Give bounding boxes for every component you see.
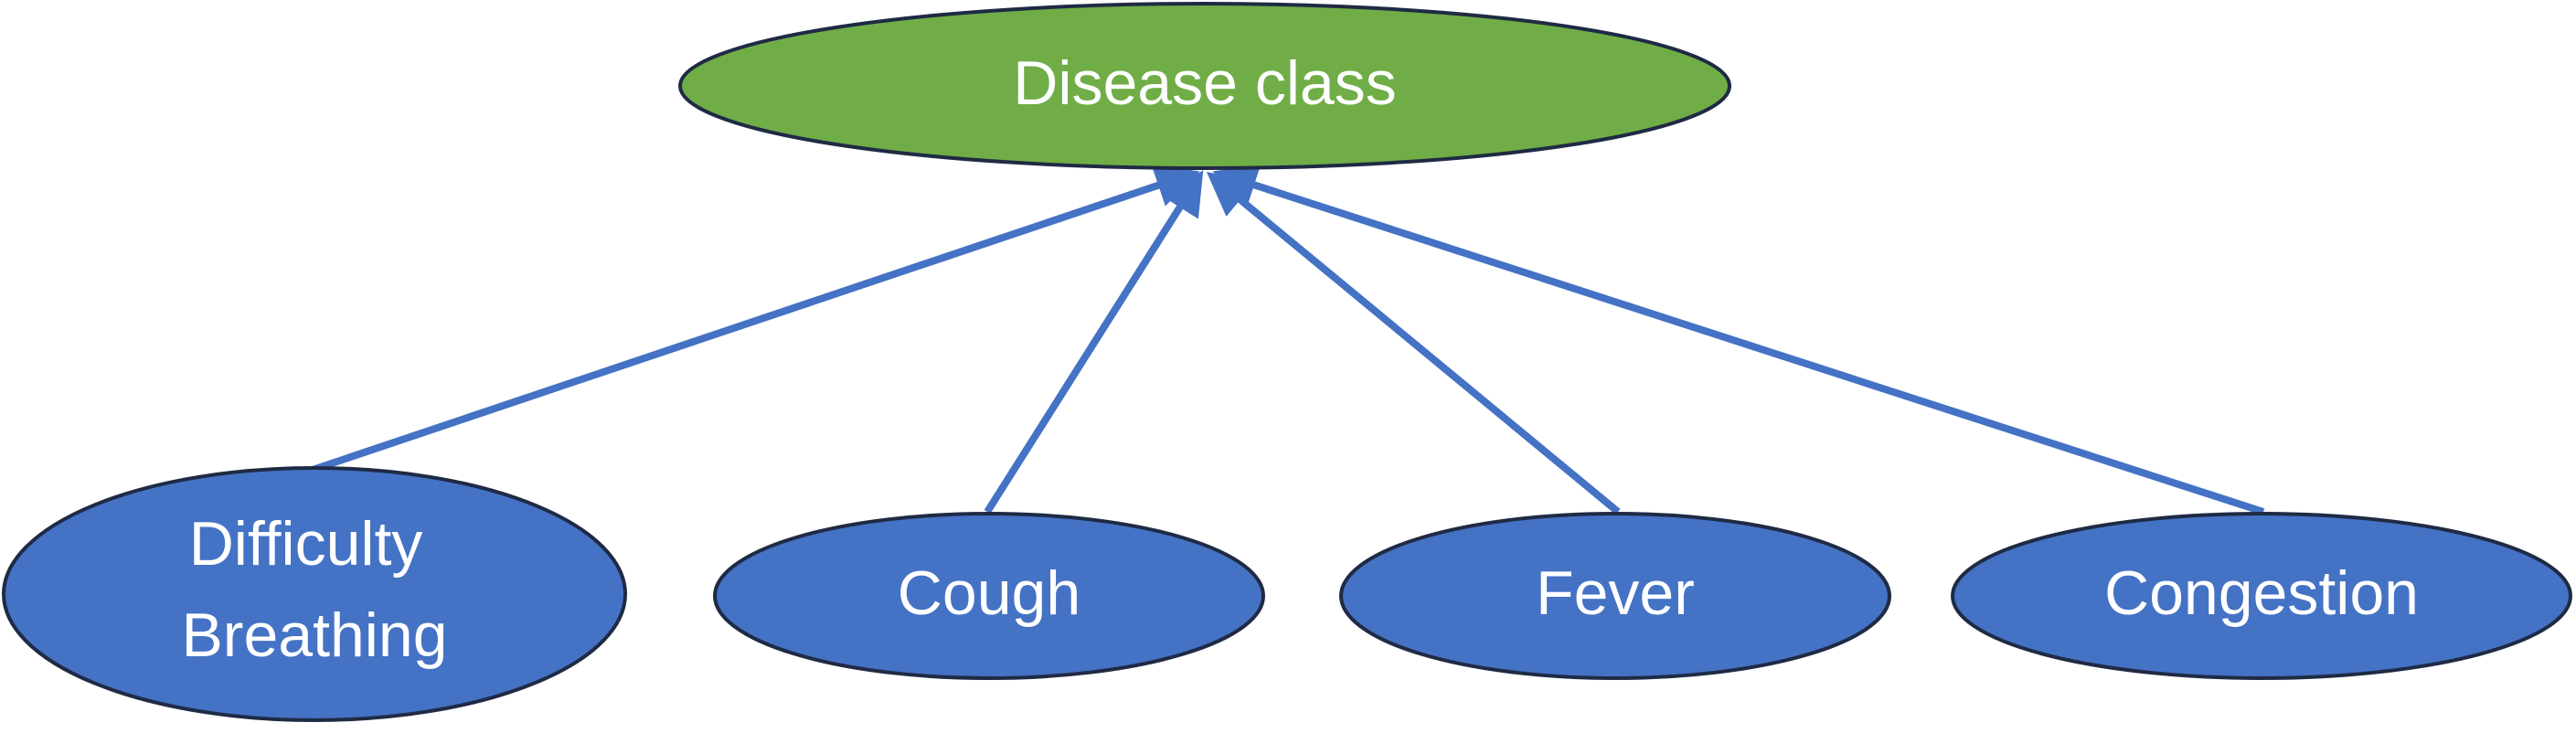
node-difficulty-breathing-label-line-2: Breathing <box>181 600 447 670</box>
node-difficulty-breathing-label-line-1: Difficulty <box>189 509 423 579</box>
node-difficulty-breathing-label: Difficulty Breathing <box>181 509 447 670</box>
edges-group <box>311 164 2265 515</box>
node-disease-class-shape <box>678 2 1731 170</box>
edge-difficulty-breathing-to-root <box>311 165 1200 473</box>
node-fever-shape <box>1339 512 1891 680</box>
node-difficulty-breathing: Difficulty Breathing <box>2 466 627 722</box>
node-congestion: Congestion <box>1951 512 2572 680</box>
edge-fever-to-root <box>1206 171 1621 515</box>
edge-congestion-to-root <box>1212 164 2265 515</box>
node-disease-class: Disease class <box>678 2 1731 170</box>
node-congestion-shape <box>1951 512 2572 680</box>
node-disease-class-label: Disease class <box>1013 48 1397 118</box>
node-cough: Cough <box>713 512 1265 680</box>
edge-cough-to-root <box>984 170 1204 515</box>
node-congestion-label: Congestion <box>2104 558 2419 628</box>
node-difficulty-breathing-shape <box>2 466 627 722</box>
node-fever-label: Fever <box>1536 558 1695 628</box>
node-cough-label: Cough <box>898 558 1080 628</box>
node-fever: Fever <box>1339 512 1891 680</box>
node-cough-shape <box>713 512 1265 680</box>
